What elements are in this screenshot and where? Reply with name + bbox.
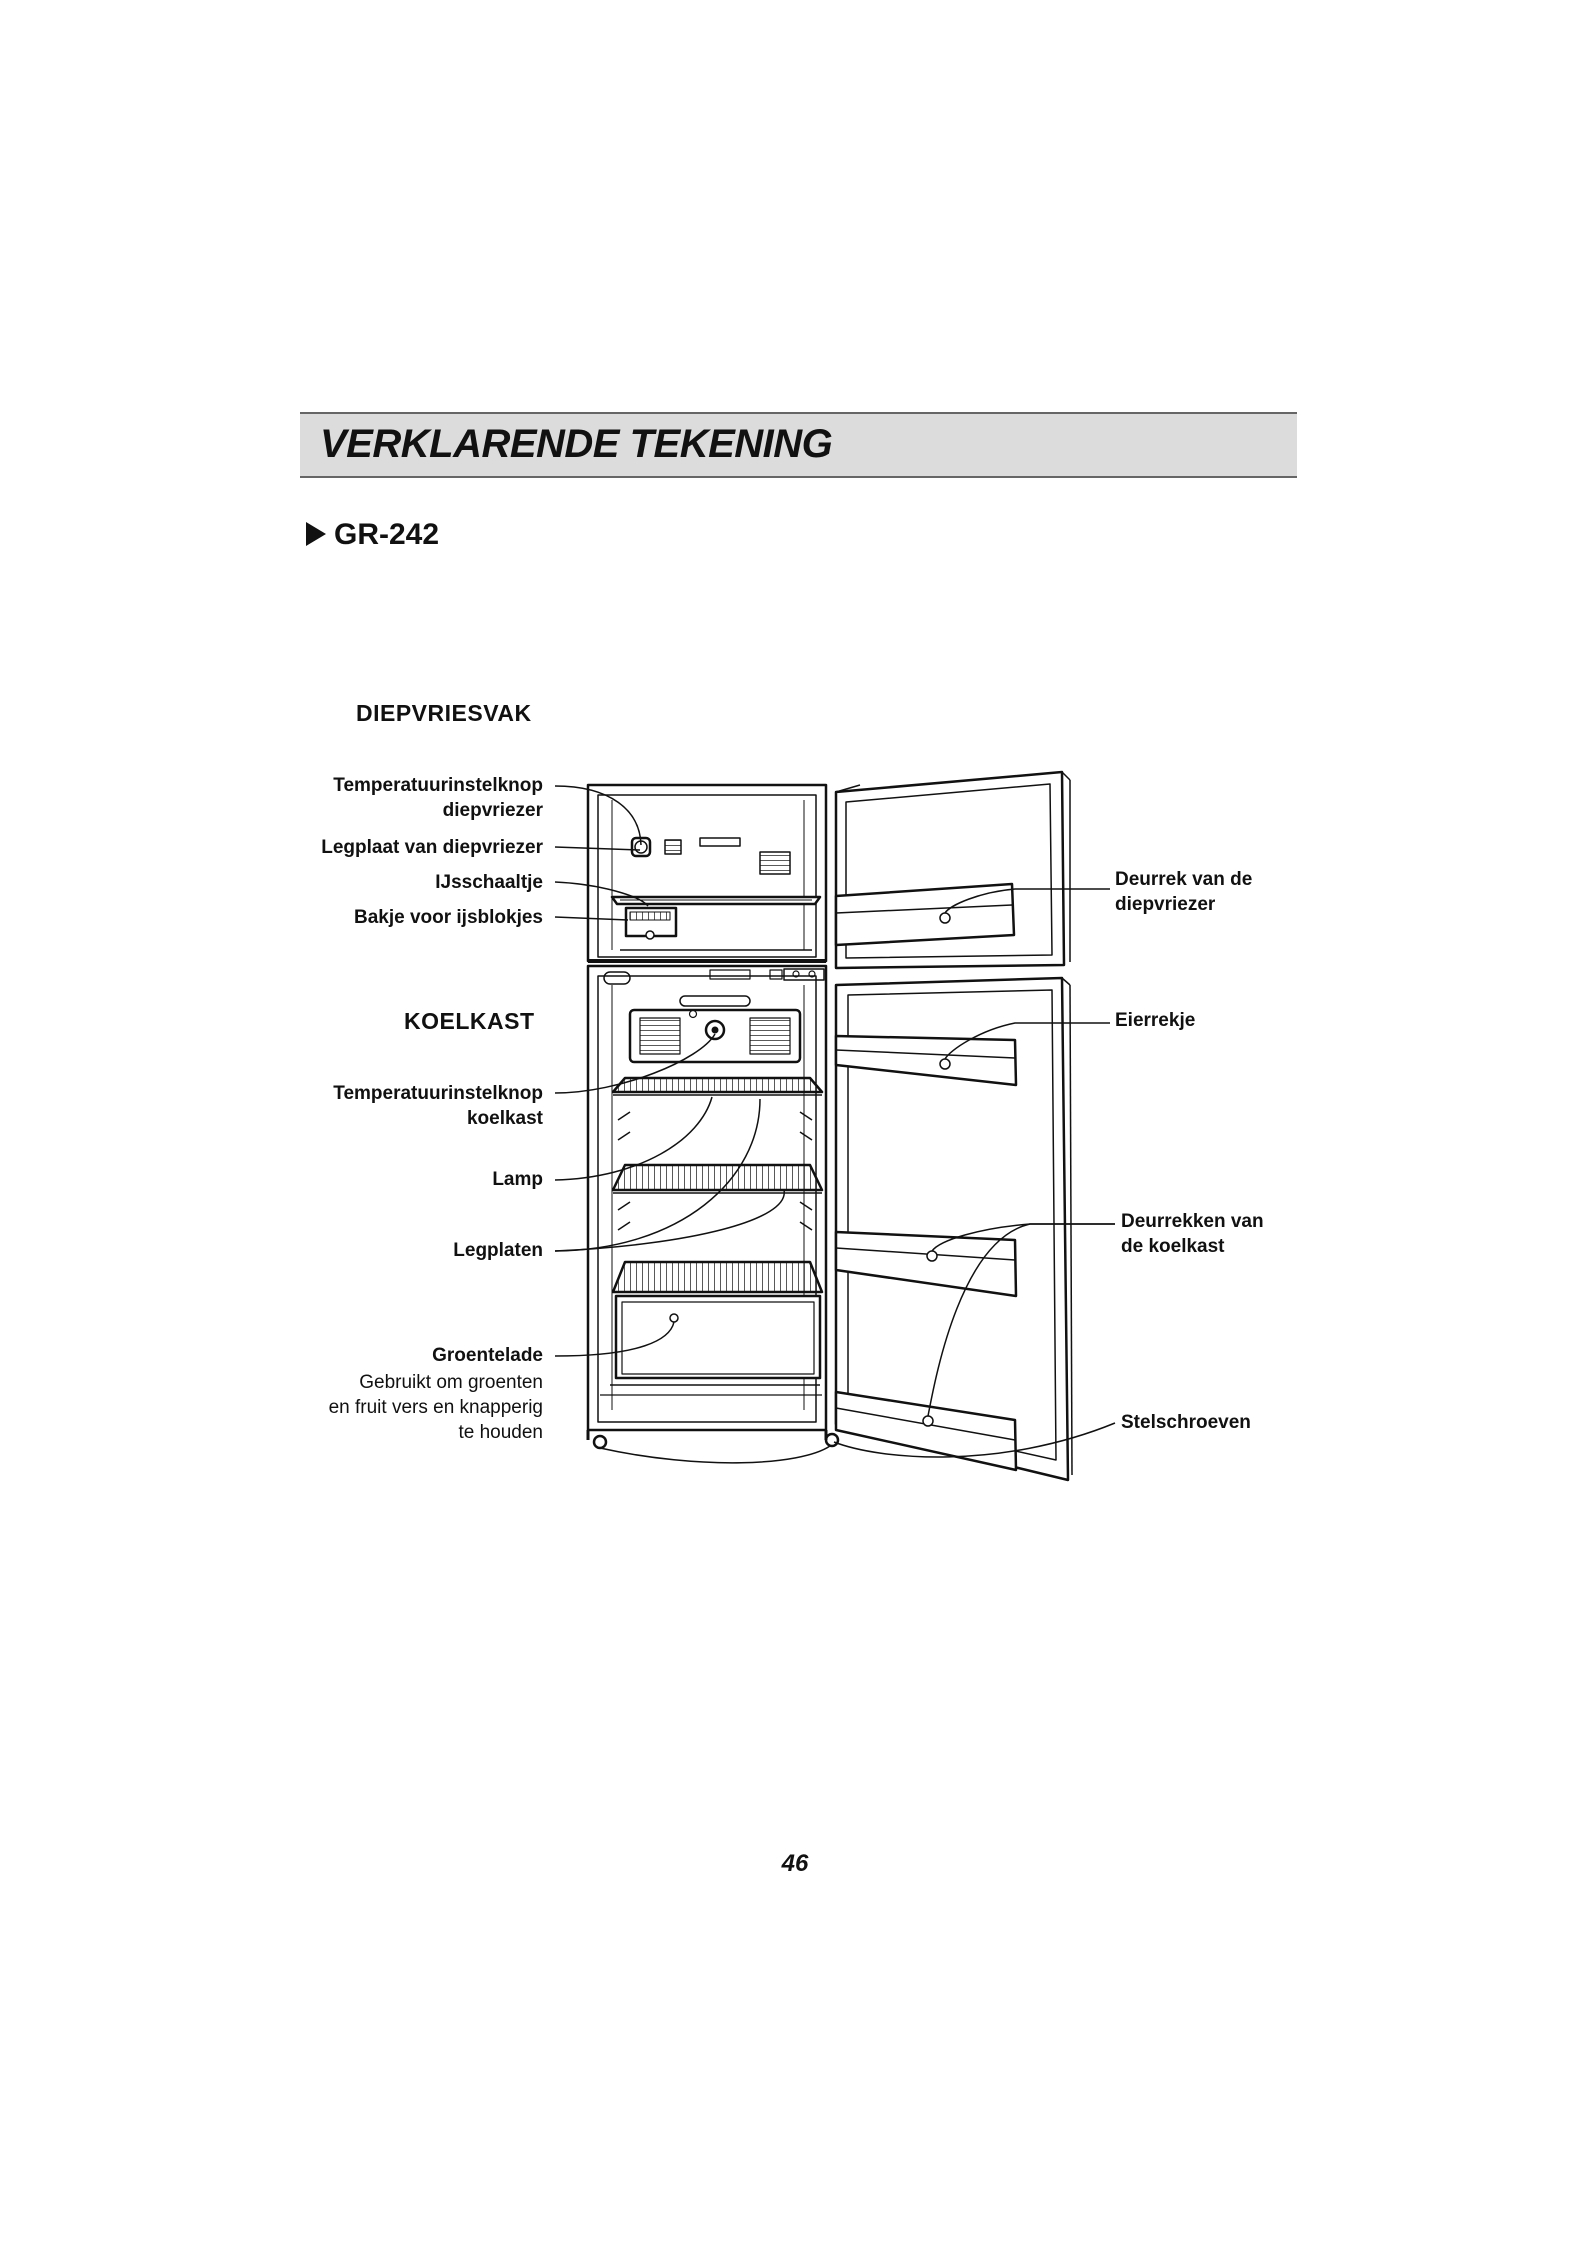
- section-freezer: DIEPVRIESVAK: [356, 700, 532, 726]
- label-freezer-temp: Temperatuurinstelknop diepvriezer: [333, 773, 543, 823]
- label-freezer-door-line2: diepvriezer: [1115, 894, 1216, 915]
- label-fridge-temp-line2: koelkast: [466, 1108, 543, 1129]
- label-fridge-door-line1: Deurrekken van: [1121, 1211, 1264, 1232]
- label-freezer-door-line1: Deurrek van de: [1115, 869, 1253, 890]
- control-strip: [603, 968, 825, 985]
- label-ice-bin: Bakje voor ijsblokjes: [353, 907, 543, 928]
- label-fridge-door-line2: de koelkast: [1121, 1236, 1225, 1257]
- fridge-shelves: [611, 1076, 824, 1294]
- section-fridge: KOELKAST: [404, 1008, 535, 1034]
- label-shelves: Legplaten: [453, 1240, 543, 1261]
- leader-lines: [554, 785, 1116, 1464]
- label-ice-tray: IJsschaaltje: [435, 872, 543, 893]
- label-level-screws: Stelschroeven: [1121, 1412, 1251, 1433]
- label-freezer-shelf: Legplaat van diepvriezer: [321, 837, 543, 858]
- label-fridge-door-racks: Deurrekken van de koelkast: [1121, 1209, 1264, 1259]
- label-egg-rack: Eierrekje: [1115, 1010, 1196, 1031]
- crisper-desc-line1: Gebruikt om groenten: [359, 1372, 543, 1393]
- label-freezer-temp-line1: Temperatuurinstelknop: [333, 775, 543, 796]
- label-crisper: Groentelade: [432, 1345, 543, 1366]
- label-lamp: Lamp: [492, 1169, 543, 1190]
- fridge-door: [834, 976, 1073, 1482]
- crisper-desc-line2: en fruit vers en knapperig: [328, 1397, 543, 1418]
- label-freezer-door-rack: Deurrek van de diepvriezer: [1115, 867, 1252, 917]
- page-title: VERKLARENDE TEKENING: [320, 422, 833, 466]
- freezer-interior: [610, 836, 822, 951]
- triangle-bullet-icon: [306, 522, 326, 546]
- leveling-feet: [586, 1430, 840, 1450]
- label-fridge-temp: Temperatuurinstelknop koelkast: [333, 1081, 543, 1131]
- title-bar: VERKLARENDE TEKENING: [300, 412, 1297, 478]
- model-heading: GR-242: [306, 518, 439, 552]
- fridge-controls: [628, 995, 802, 1064]
- freezer-door: [834, 770, 1071, 970]
- model-name: GR-242: [334, 518, 440, 551]
- crisper-drawer: [600, 1294, 822, 1396]
- crisper-desc-line3: te houden: [458, 1422, 543, 1443]
- label-crisper-description: Gebruikt om groenten en fruit vers en kn…: [329, 1370, 543, 1445]
- label-freezer-temp-line2: diepvriezer: [442, 800, 543, 821]
- page-number: 46: [781, 1850, 809, 1877]
- label-fridge-temp-line1: Temperatuurinstelknop: [333, 1083, 543, 1104]
